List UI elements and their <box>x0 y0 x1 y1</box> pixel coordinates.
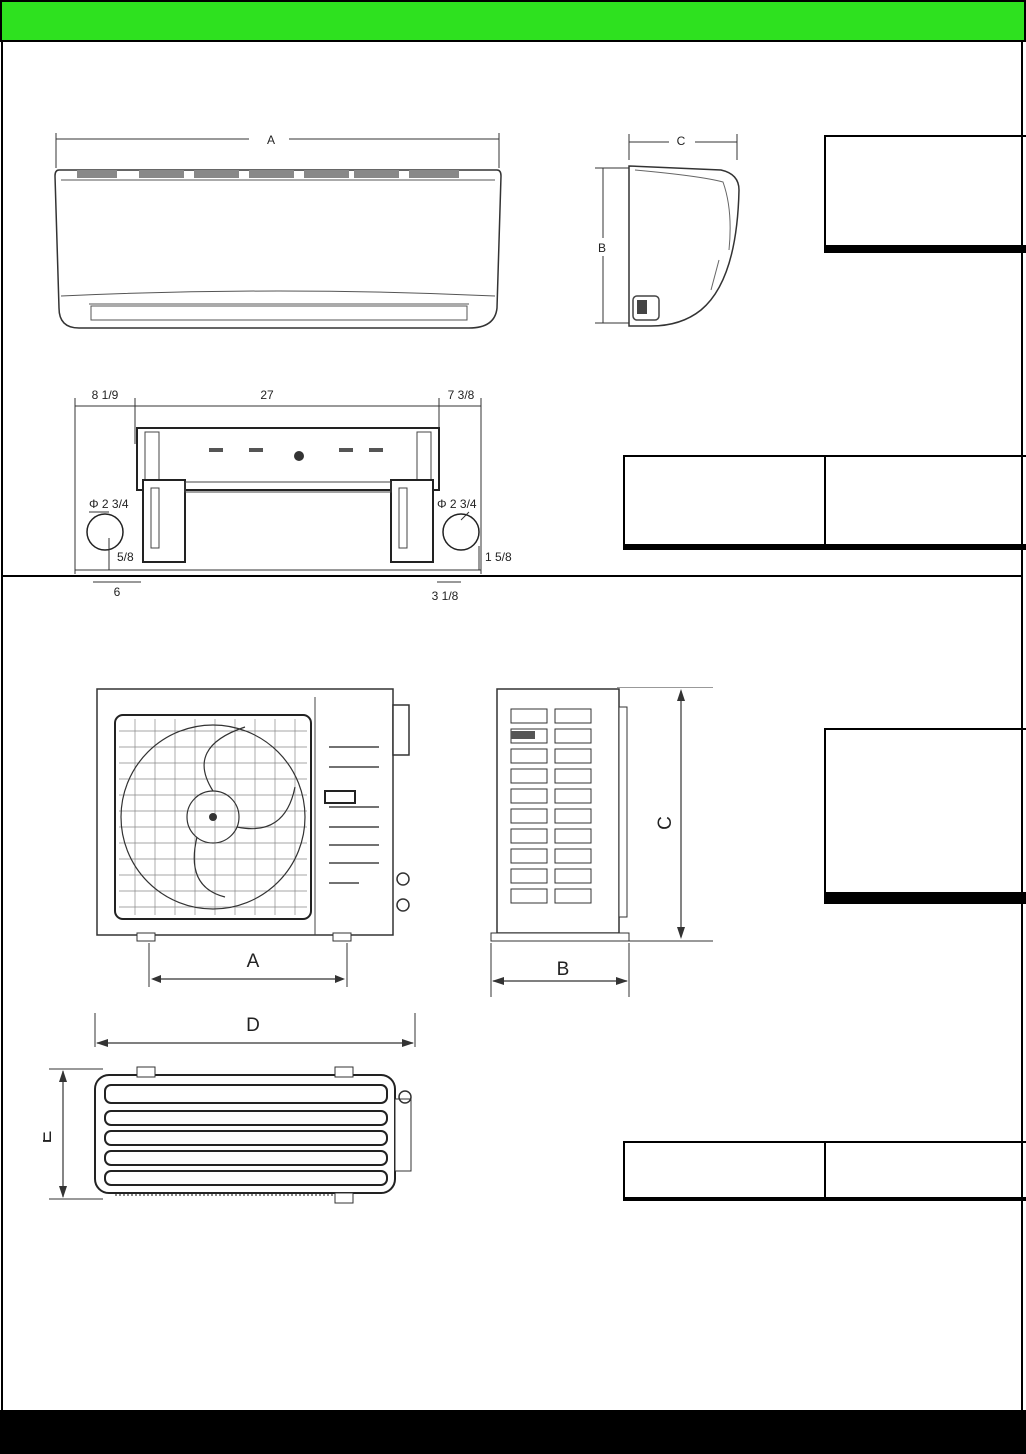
indoor-dim-right-offset: 3 1/8 <box>432 589 459 603</box>
table-row <box>824 247 1026 251</box>
indoor-dim-b-label: B <box>598 241 606 255</box>
indoor-dimension-table <box>824 135 1026 253</box>
table-row <box>824 900 1026 904</box>
table-cell <box>824 892 926 896</box>
outdoor-dim-b-label: B <box>557 959 570 980</box>
indoor-dim-left-height: 5/8 <box>117 550 134 564</box>
outdoor-front-view-drawing: A <box>96 688 410 987</box>
outdoor-dim-a-label: A <box>247 951 260 972</box>
table-row <box>824 894 1026 898</box>
indoor-pipe-left-diameter: Φ 2 3/4 <box>89 497 129 511</box>
outdoor-top-view-drawing: D E <box>43 1013 416 1204</box>
table-cell <box>824 247 926 251</box>
table-cell <box>924 900 1026 904</box>
outdoor-dim-e-label: E <box>43 1131 56 1144</box>
indoor-pipe-right-diameter: Φ 2 3/4 <box>437 497 477 511</box>
indoor-dim-right: 7 3/8 <box>448 388 475 402</box>
indoor-pipe-table <box>623 455 1026 550</box>
table-cell <box>824 249 926 253</box>
outdoor-pipe-table <box>623 1141 1026 1201</box>
table-cell <box>824 894 926 898</box>
table-row <box>824 135 1026 247</box>
table-row <box>824 898 1026 902</box>
indoor-dim-a-label: A <box>267 133 275 147</box>
indoor-dim-c-label: C <box>677 134 686 148</box>
table-row <box>623 455 1026 546</box>
header-bar <box>0 0 1026 42</box>
table-row <box>824 896 1026 900</box>
outdoor-dim-d-label: D <box>246 1015 260 1036</box>
footer-bar <box>0 1410 1026 1454</box>
table-row <box>623 546 1026 550</box>
indoor-dim-left: 8 1/9 <box>92 388 119 402</box>
outdoor-dimension-table <box>824 728 1026 904</box>
table-cell <box>824 896 926 900</box>
table-cell <box>623 546 826 550</box>
table-cell <box>824 1141 1026 1199</box>
indoor-dim-center: 27 <box>260 388 274 402</box>
indoor-dim-left-offset: 6 <box>114 585 121 599</box>
outdoor-unit-section: A C B <box>1 577 1026 1412</box>
indoor-front-view-drawing: A <box>54 132 502 329</box>
table-cell <box>623 544 826 548</box>
outdoor-side-view-drawing: C B <box>490 687 713 997</box>
table-cell <box>824 546 1026 550</box>
table-cell <box>623 1197 826 1201</box>
table-cell <box>824 728 1026 894</box>
table-row <box>824 728 1026 894</box>
table-cell <box>824 1197 1026 1201</box>
table-row <box>623 1141 1026 1199</box>
table-cell <box>824 245 926 249</box>
indoor-side-view-drawing: C B <box>595 134 740 327</box>
table-cell <box>623 455 826 546</box>
table-cell <box>824 135 1026 247</box>
table-cell <box>824 455 1026 546</box>
table-cell <box>824 898 926 902</box>
table-cell <box>924 249 1026 253</box>
indoor-mounting-plate-drawing: 8 1/9 27 7 3/8 Φ 2 3/4 Φ 2 3/4 5/8 1 5/8… <box>74 388 512 603</box>
indoor-unit-section: A C B 8 <box>1 40 1026 603</box>
table-cell <box>824 900 926 904</box>
table-cell <box>623 1141 826 1199</box>
outdoor-dim-c-label: C <box>655 816 676 830</box>
table-row <box>824 249 1026 253</box>
table-row <box>623 544 1026 548</box>
table-row <box>623 1197 1026 1201</box>
indoor-dim-right-height: 1 5/8 <box>485 550 512 564</box>
